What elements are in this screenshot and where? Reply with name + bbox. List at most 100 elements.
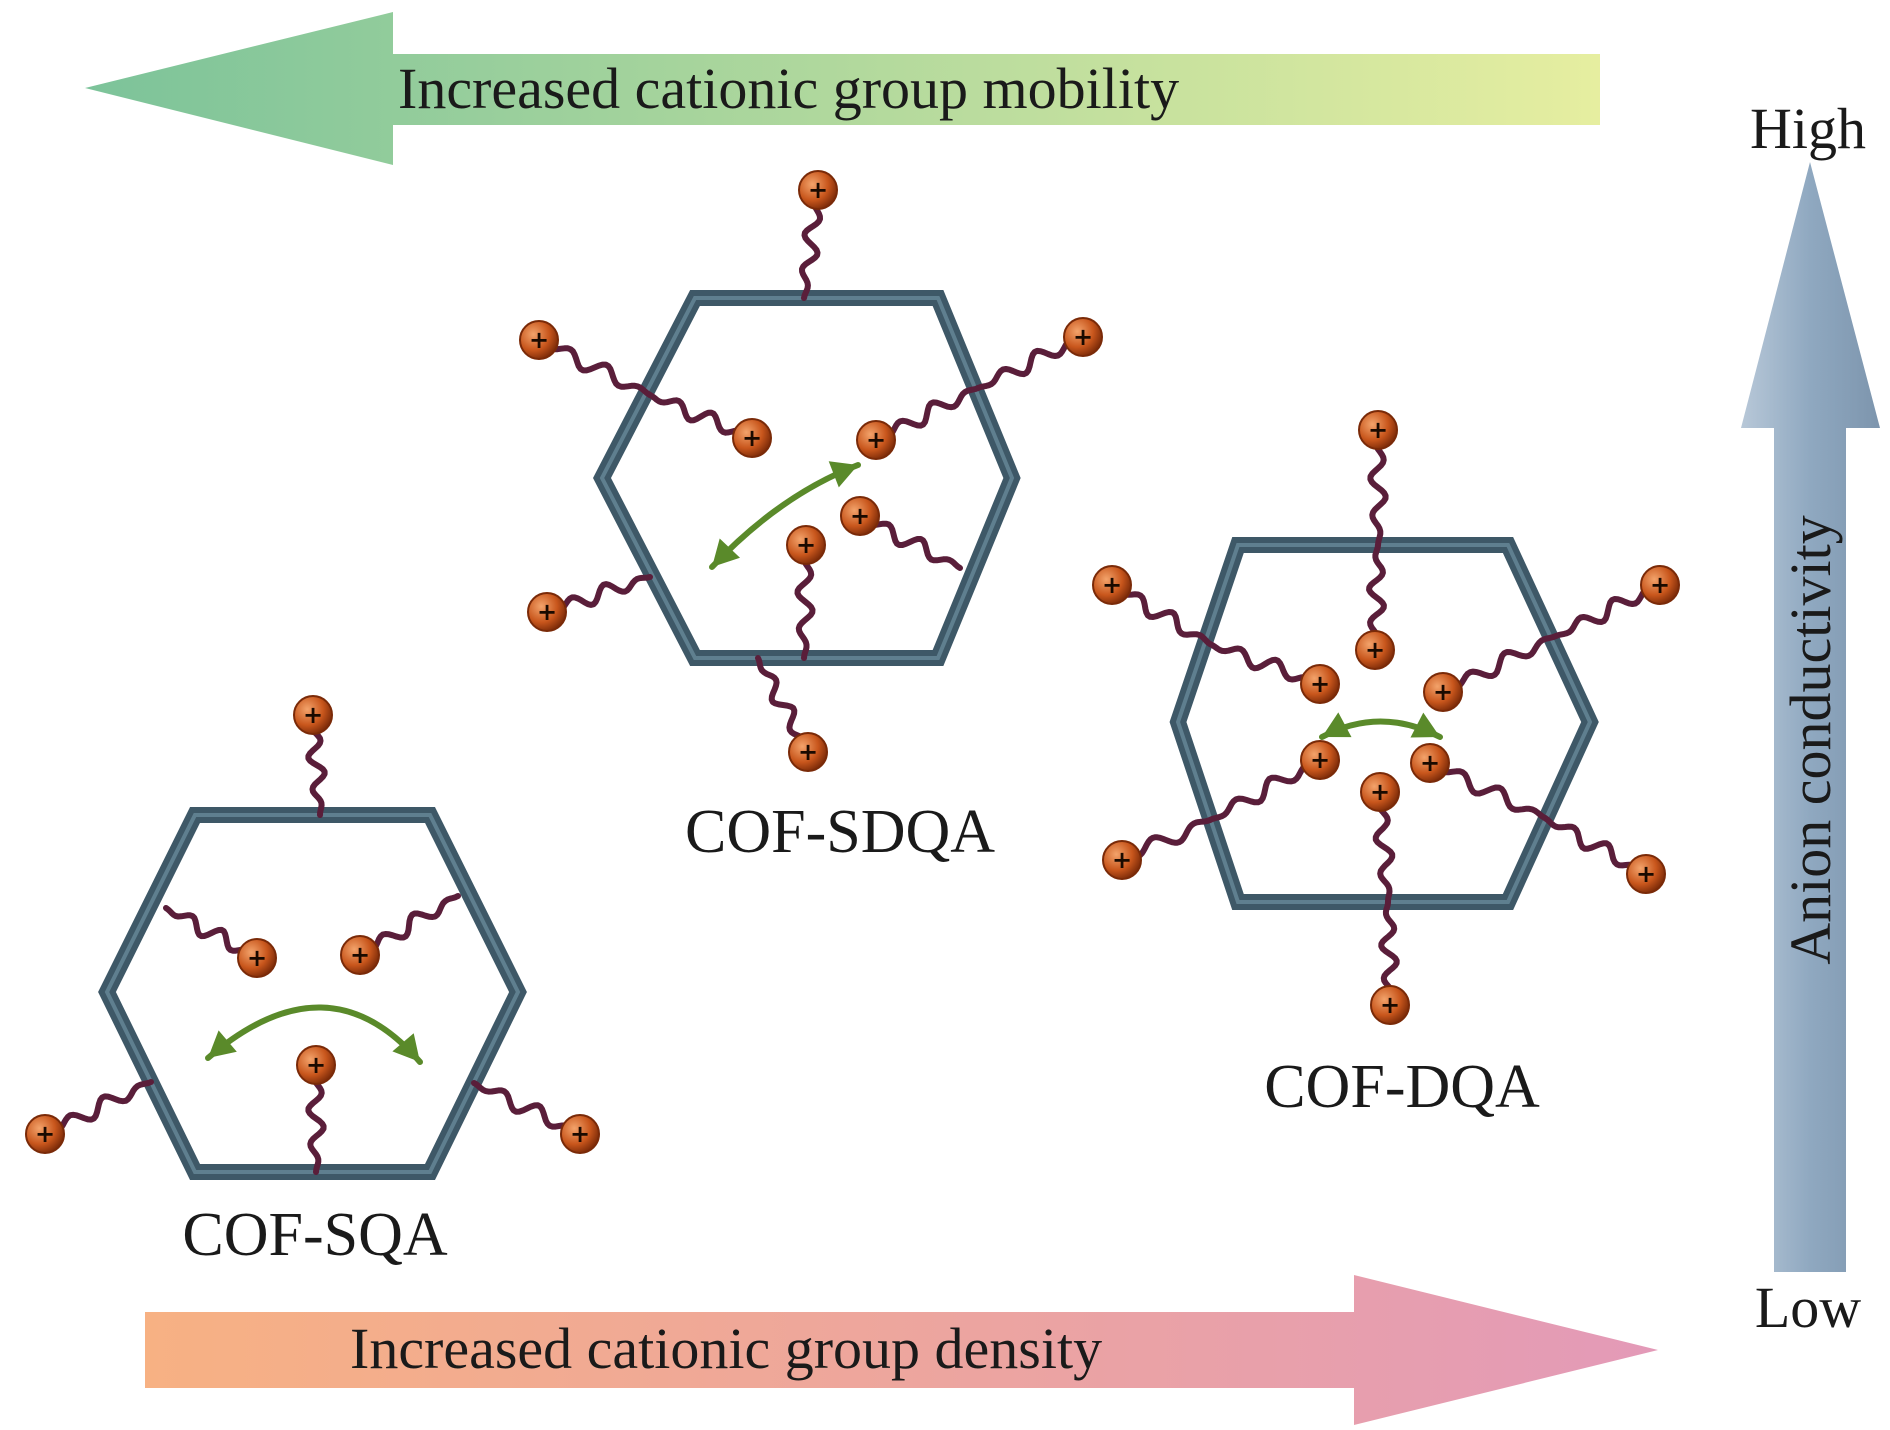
sdqa-group-inner-bottom-ion: + [786,525,826,565]
density-arrow-label: Increased cationic group density [350,1316,1102,1381]
sqa-group-outer-right-ion: + [560,1114,600,1154]
sqa-group-inner-left-ion: + [237,938,277,978]
dqa-group-top-ion: + [1358,410,1398,450]
sdqa-group-top-ion-bead [798,170,838,210]
sdqa-group-inner-bottom-ion-bead [786,525,826,565]
dqa-group-inner-right-ion-bead [1423,672,1463,712]
mobility-arrow-label: Increased cationic group mobility [398,56,1179,121]
sdqa-group-top-ion-charge: + [808,176,828,204]
mobility-arrow-shape [85,12,1600,165]
sdqa-group-outer-left-ion-bead [519,320,559,360]
cof-sdqa-hexagon [592,290,1021,666]
sdqa-group-inner-left-ion-bead [732,418,772,458]
sqa-group-outer-right-ion-bead [560,1114,600,1154]
sqa-group-inner-right-ion: + [340,935,380,975]
dqa-group-inner-lower-right-ion-bead [1410,743,1450,783]
dqa-group-outer-lower-left-ion-charge: + [1112,846,1132,874]
sdqa-group-inner-left-ion: + [732,418,772,458]
dqa-group-inner-left-ion-bead [1300,664,1340,704]
dqa-group-outer-right-ion: + [1640,565,1680,605]
dqa-group-outer-lower-right-ion: + [1626,854,1666,894]
cof-dqa-hexagon-frame-highlight [1175,543,1593,904]
sdqa-group-inner-bottom-ion-charge: + [796,531,816,559]
dqa-group-inner-lower-left-ion-charge: + [1310,746,1330,774]
dqa-group-inner-right-chain [1440,633,1559,695]
dqa-group-inner-right-ion-charge: + [1433,678,1453,706]
sqa-group-inner-right-ion-bead [340,935,380,975]
sdqa-group-inner-lower-right-ion-bead [840,496,880,536]
dqa-group-inner-top-ion: + [1355,630,1395,670]
sqa-motion-arrow-head-end [392,1033,420,1062]
dqa-group-top-ion-bead [1358,410,1398,450]
dqa-group-inner-bottom-ion: + [1360,772,1400,812]
dqa-group-bottom-ion: + [1370,985,1410,1025]
sqa-group-inner-right-ion-charge: + [350,941,370,969]
sqa-group-top-ion-bead [293,695,333,735]
density-arrow-shape [145,1275,1658,1425]
dqa-group-bottom-ion-bead [1370,985,1410,1025]
dqa-group-inner-lower-right-ion-charge: + [1420,749,1440,777]
sqa-group-outer-left-ion-charge: + [35,1120,55,1148]
conductivity-low-label: Low [1755,1275,1861,1340]
sdqa-group-outer-lower-left-ion-charge: + [537,598,557,626]
sqa-group-outer-left-ion-bead [25,1114,65,1154]
dqa-group-outer-left-ion-charge: + [1102,571,1122,599]
dqa-group-top-ion-charge: + [1368,416,1388,444]
density-arrow: Increased cationic group density [145,1275,1658,1425]
dqa-group-inner-lower-left-chain [1207,757,1323,823]
sqa-group-inner-bottom-ion-bead [296,1045,336,1085]
sqa-motion-arrow-curve [205,1004,423,1065]
sdqa-group-outer-right-ion-bead [1063,317,1103,357]
sdqa-group-outer-right-ion: + [1063,317,1103,357]
dqa-group-outer-lower-left-ion: + [1102,840,1142,880]
dqa-group-inner-lower-left-ion-bead [1300,740,1340,780]
dqa-group-outer-left-ion-bead [1092,565,1132,605]
dqa-motion-arrow-head-start [1322,712,1352,738]
sdqa-motion-arrow-head-start [712,538,740,567]
sqa-group-inner-bottom-ion-charge: + [306,1051,326,1079]
sdqa-motion-arrow-head-end [828,461,858,488]
dqa-group-outer-right-ion-bead [1640,565,1680,605]
conductivity-high-label: High [1750,96,1866,161]
sdqa-group-bottom-ion: + [788,732,828,772]
dqa-group-bottom-ion-charge: + [1380,991,1400,1019]
sqa-group-top-ion: + [293,695,333,735]
dqa-group-inner-lower-right-chain [1427,760,1548,821]
cof-sqa-hexagon-frame-highlight [104,813,521,1174]
sdqa-group-inner-right-ion: + [856,420,896,460]
dqa-motion-arrow-head-end [1410,712,1440,738]
sqa-group-inner-left-ion-bead [237,938,277,978]
dqa-group-inner-lower-left-ion: + [1300,740,1340,780]
sqa-group-top-ion-charge: + [303,701,323,729]
sdqa-group-outer-left-ion: + [519,320,559,360]
dqa-group-inner-right-ion: + [1423,672,1463,712]
dqa-group-inner-left-ion: + [1300,664,1340,704]
sdqa-group-outer-left-ion-charge: + [529,326,549,354]
dqa-group-outer-lower-right-ion-bead [1626,854,1666,894]
sdqa-group-top-ion: + [798,170,838,210]
dqa-group-inner-bottom-ion-charge: + [1370,778,1390,806]
dqa-group-inner-top-ion-bead [1355,630,1395,670]
cof-sdqa-label: COF-SDQA [685,798,995,866]
conductivity-arrow-shape [1741,162,1880,1272]
sqa-group-outer-left-ion: + [25,1114,65,1154]
dqa-group-inner-lower-right-ion: + [1410,743,1450,783]
sdqa-motion-arrow [709,461,861,570]
sdqa-group-outer-left-chain [536,337,653,398]
dqa-group-outer-right-ion-charge: + [1650,571,1670,599]
cof-dqa-label: COF-DQA [1264,1053,1540,1121]
sqa-group-inner-bottom-ion: + [296,1045,336,1085]
sdqa-group-outer-lower-left-ion-bead [527,592,567,632]
dqa-group-inner-top-ion-charge: + [1365,636,1385,664]
sdqa-group-bottom-ion-charge: + [798,738,818,766]
sqa-group-inner-left-ion-charge: + [247,944,267,972]
sqa-motion-arrow [205,1004,423,1065]
conductivity-arrow-label: Anion conductivity [1778,515,1843,964]
dqa-group-outer-lower-right-ion-charge: + [1636,860,1656,888]
sqa-group-outer-right-ion-charge: + [570,1120,590,1148]
sqa-motion-arrow-head-start [208,1030,237,1058]
sdqa-group-outer-lower-left-ion: + [527,592,567,632]
mobility-arrow: Increased cationic group mobility [85,12,1600,165]
dqa-group-outer-left-ion: + [1092,565,1132,605]
